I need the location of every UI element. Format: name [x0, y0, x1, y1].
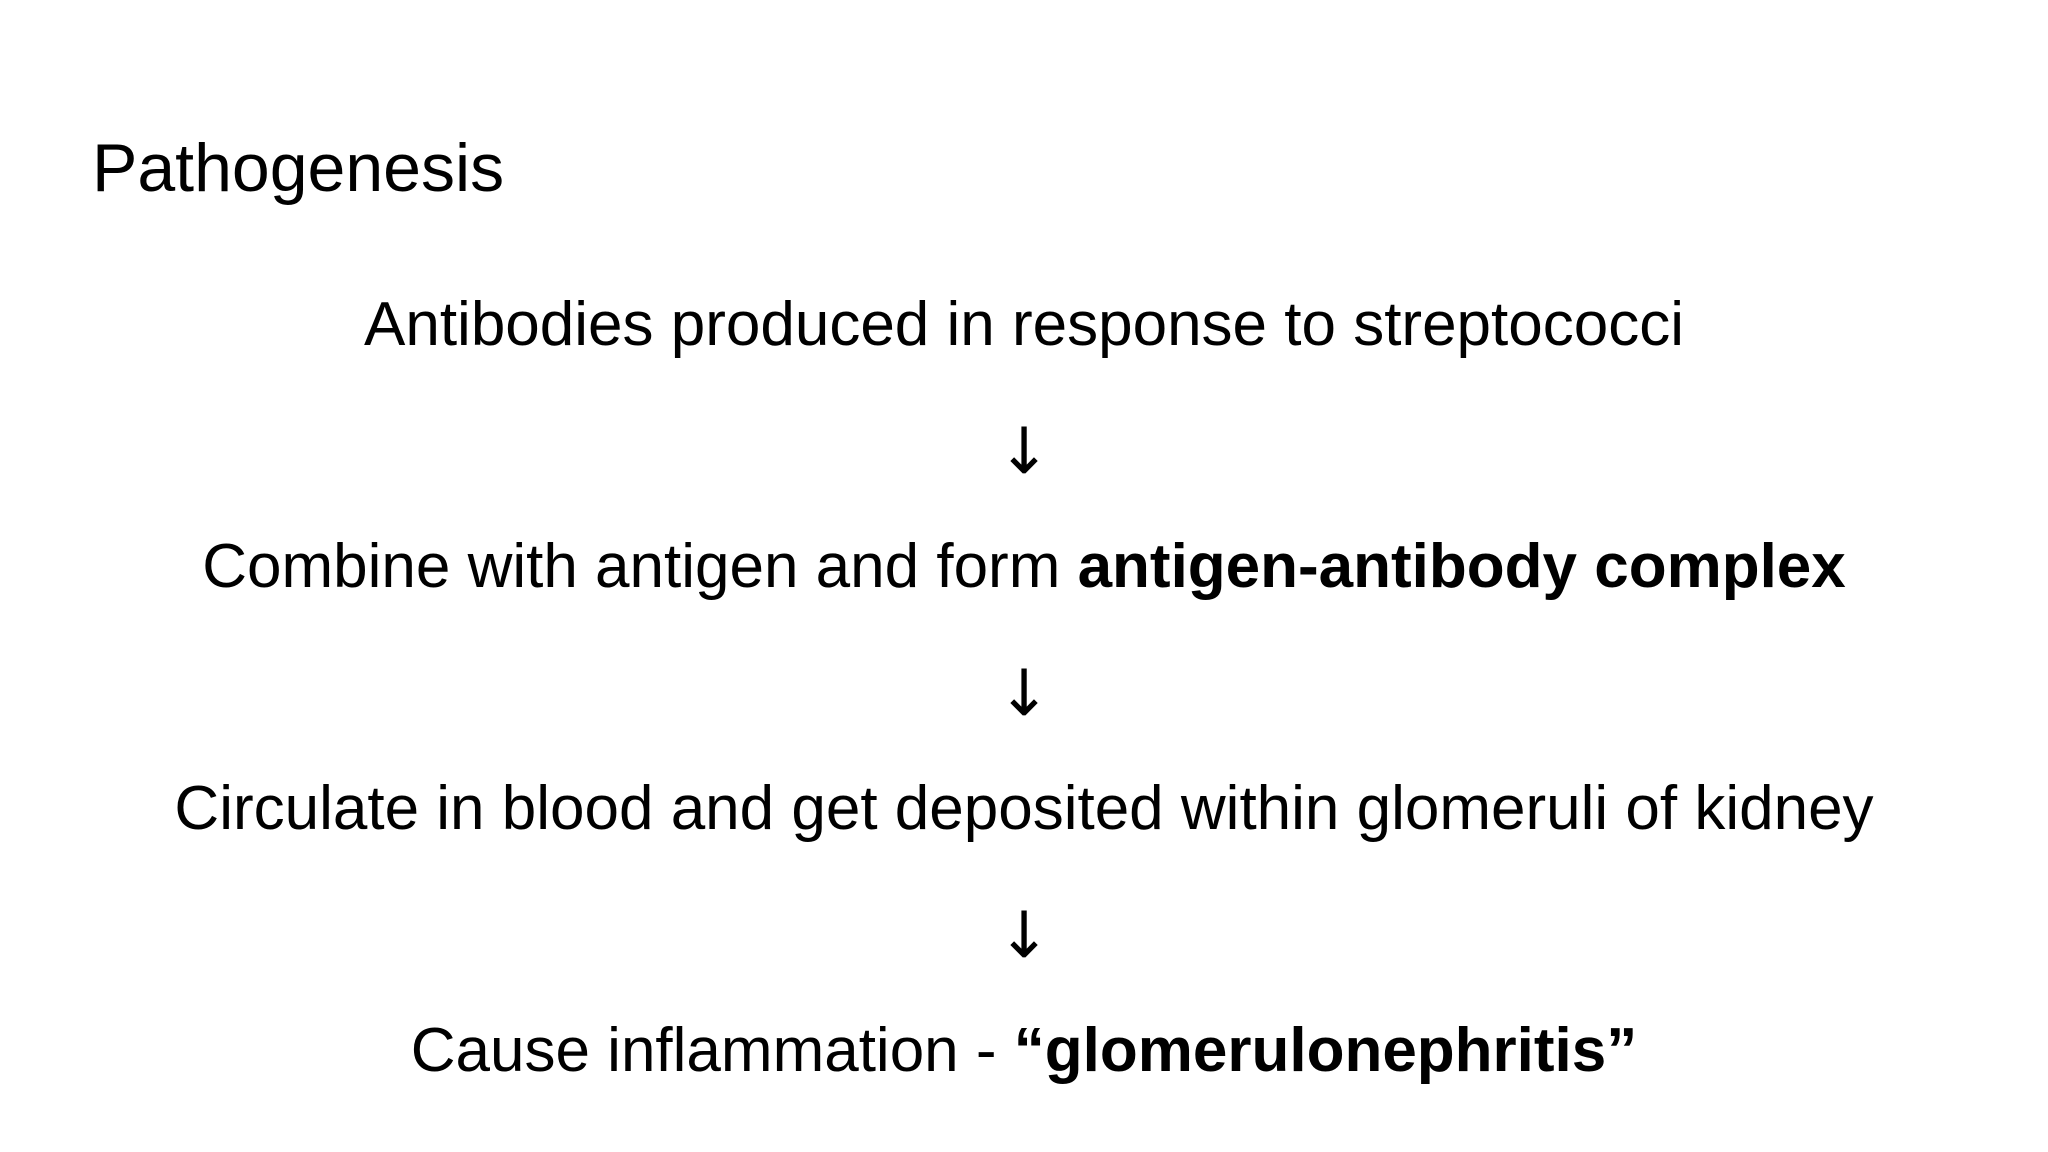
- flow-step-3-text: Circulate in blood and get deposited wit…: [174, 774, 1874, 843]
- down-arrow-icon: ↓: [997, 415, 1051, 489]
- flow-step-4-bold: “glomerulonephritis”: [1013, 1016, 1638, 1085]
- flow-step-2: Combine with antigen and form antigen-an…: [0, 530, 2048, 604]
- flow-step-1-text: Antibodies produced in response to strep…: [363, 290, 1684, 359]
- flow-step-4: Cause inflammation - “glomerulonephritis…: [0, 1014, 2048, 1088]
- flow-step-1: Antibodies produced in response to strep…: [0, 288, 2048, 362]
- flow-step-2-text: Combine with antigen and form: [202, 532, 1078, 601]
- flow-step-3: Circulate in blood and get deposited wit…: [0, 772, 2048, 846]
- slide-title: Pathogenesis: [92, 130, 505, 206]
- flow-step-2-bold: antigen-antibody complex: [1077, 532, 1846, 601]
- down-arrow-icon: ↓: [997, 657, 1051, 731]
- flow-step-4-text: Cause inflammation -: [410, 1016, 1014, 1085]
- down-arrow-icon: ↓: [997, 899, 1051, 973]
